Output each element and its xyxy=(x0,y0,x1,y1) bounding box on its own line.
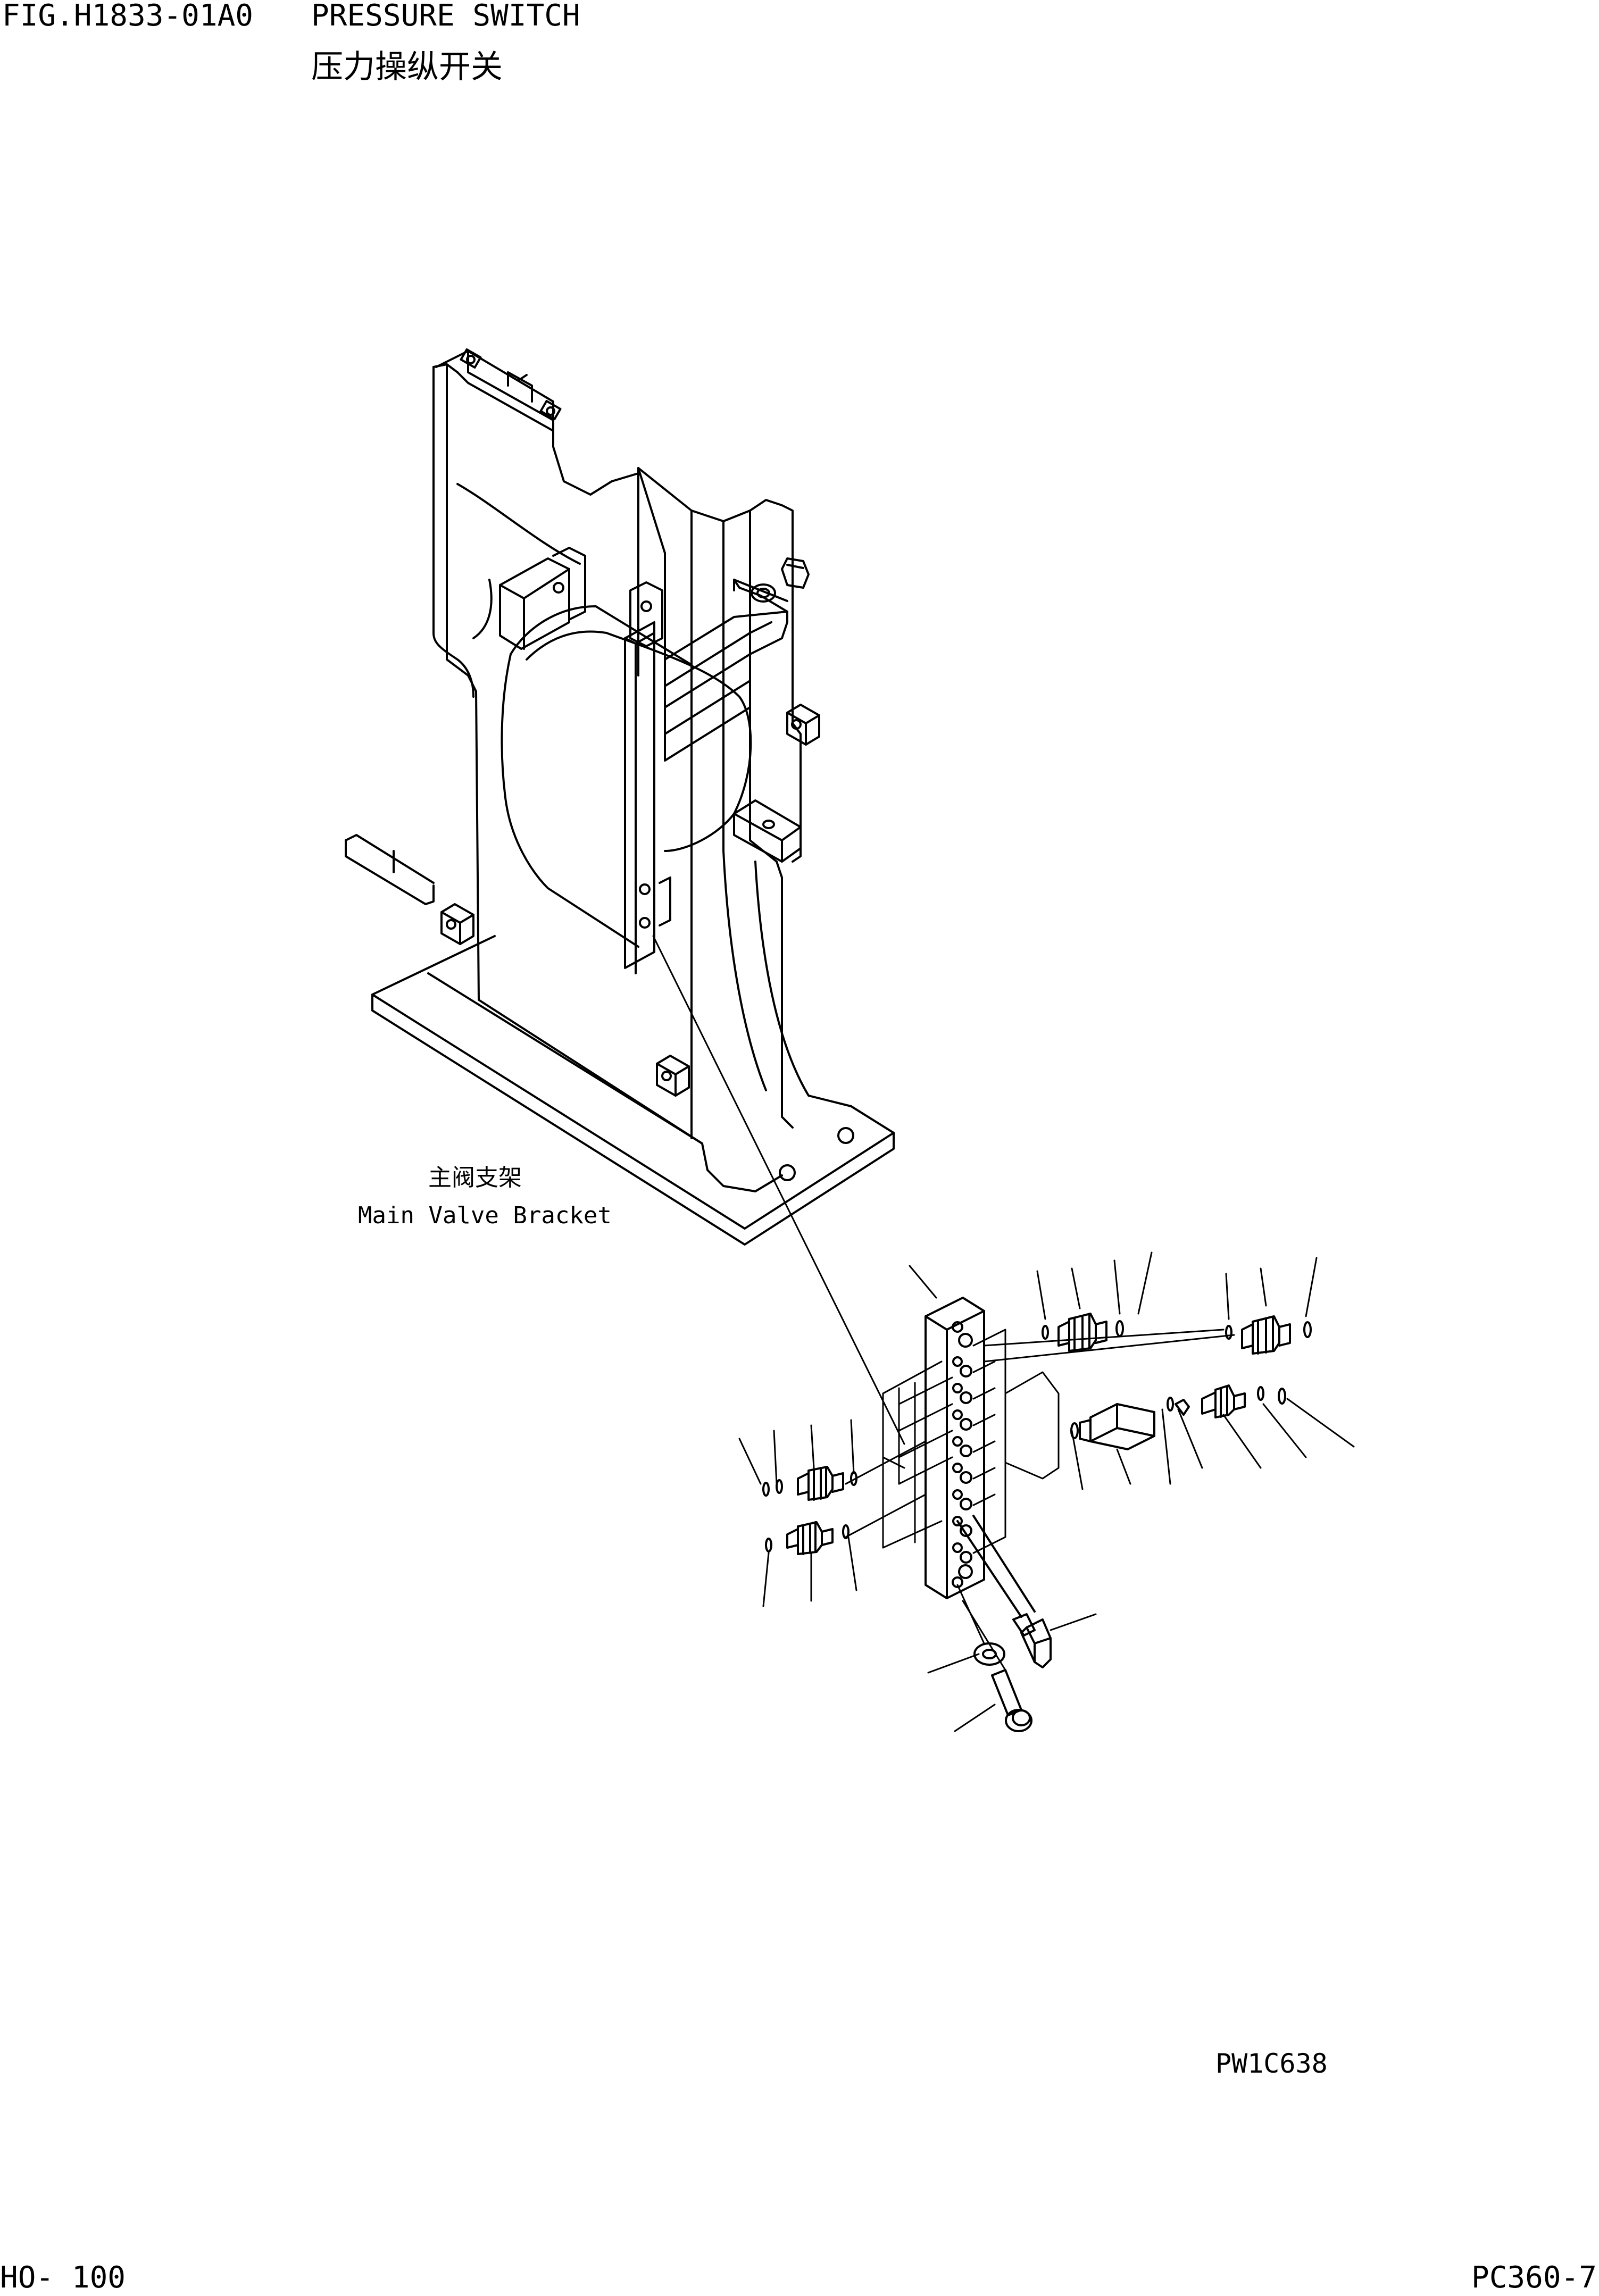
manifold-ports xyxy=(953,1357,971,1563)
connection-lines-left xyxy=(846,1362,952,1548)
fitting-top-2 xyxy=(1242,1316,1311,1354)
main-valve-bracket xyxy=(346,349,894,1245)
fitting-top-1 xyxy=(1059,1314,1123,1351)
boss-block xyxy=(657,1056,689,1096)
fitting-middle xyxy=(1202,1385,1245,1417)
bracket-label-en: Main Valve Bracket xyxy=(358,1202,612,1229)
figure-title-cn: 压力操纵开关 xyxy=(311,48,503,86)
figure-title: PRESSURE SWITCH xyxy=(311,0,580,33)
boss-block xyxy=(442,904,473,944)
bracket-label-cn: 主阀支架 xyxy=(428,1164,522,1191)
pressure-switch xyxy=(957,1516,1051,1667)
model-number: PC360-7 xyxy=(1471,2260,1597,2295)
page-number: HO- 100 xyxy=(0,2260,126,2295)
drawing-number: PW1C638 xyxy=(1215,2048,1328,2079)
bolt xyxy=(992,1670,1031,1731)
pressure-switch-manifold xyxy=(926,1298,984,1598)
part-leaders xyxy=(739,1253,1354,1731)
figure-code: FIG.H1833-01A0 xyxy=(2,0,254,33)
connection-lines-right xyxy=(973,1330,1234,1553)
adapter-long xyxy=(1071,1404,1154,1449)
fitting-left-2 xyxy=(787,1522,832,1554)
